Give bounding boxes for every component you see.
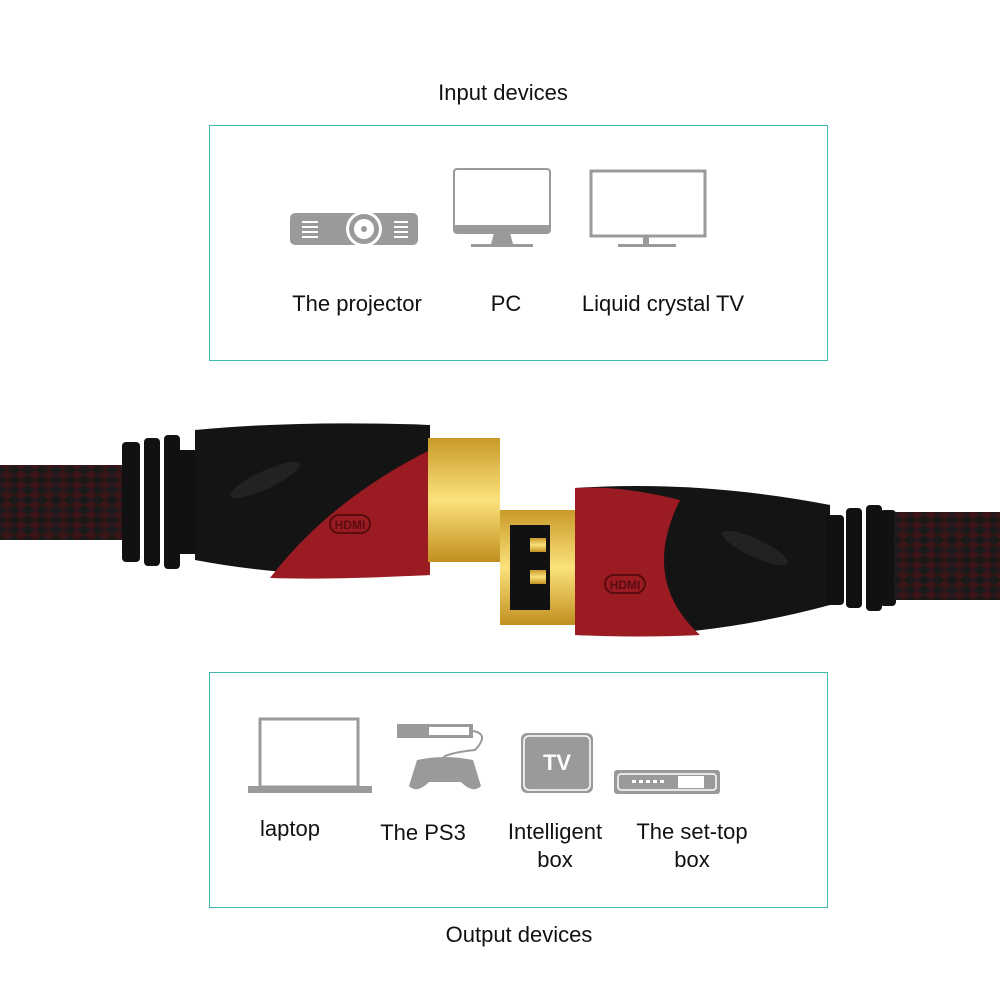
set-top-box-icon (614, 770, 720, 794)
output-devices-title: Output devices (445, 922, 593, 947)
output-devices-panel (209, 672, 828, 908)
svg-text:HDMI: HDMI (610, 578, 641, 592)
label-line: box (537, 847, 573, 872)
projector-icon (290, 211, 418, 247)
device-label-lcd-tv: Liquid crystal TV (581, 291, 745, 316)
laptop-icon (248, 717, 372, 793)
label-line: Intelligent (507, 819, 603, 844)
device-label-set-top-box: The set-top box (636, 818, 747, 874)
hdmi-cable-image: HDMI HDMI (0, 423, 1000, 637)
tv-box-icon: TV (521, 733, 593, 793)
label-line: box (674, 847, 710, 872)
device-label-pc: PC (490, 291, 522, 316)
monitor-icon (453, 168, 551, 247)
tv-icon (589, 169, 707, 247)
device-label-laptop: laptop (260, 816, 320, 841)
input-devices-panel (209, 125, 828, 361)
label-line: The set-top (636, 819, 748, 844)
input-devices-title: Input devices (438, 80, 568, 105)
device-label-projector: The projector (292, 291, 422, 316)
tv-box-text: TV (543, 750, 571, 775)
device-label-intelligent-box: Intelligent box (508, 818, 602, 874)
game-console-icon (397, 724, 483, 790)
device-label-ps3: The PS3 (380, 820, 466, 845)
hdmi-logo: HDMI (335, 518, 366, 532)
